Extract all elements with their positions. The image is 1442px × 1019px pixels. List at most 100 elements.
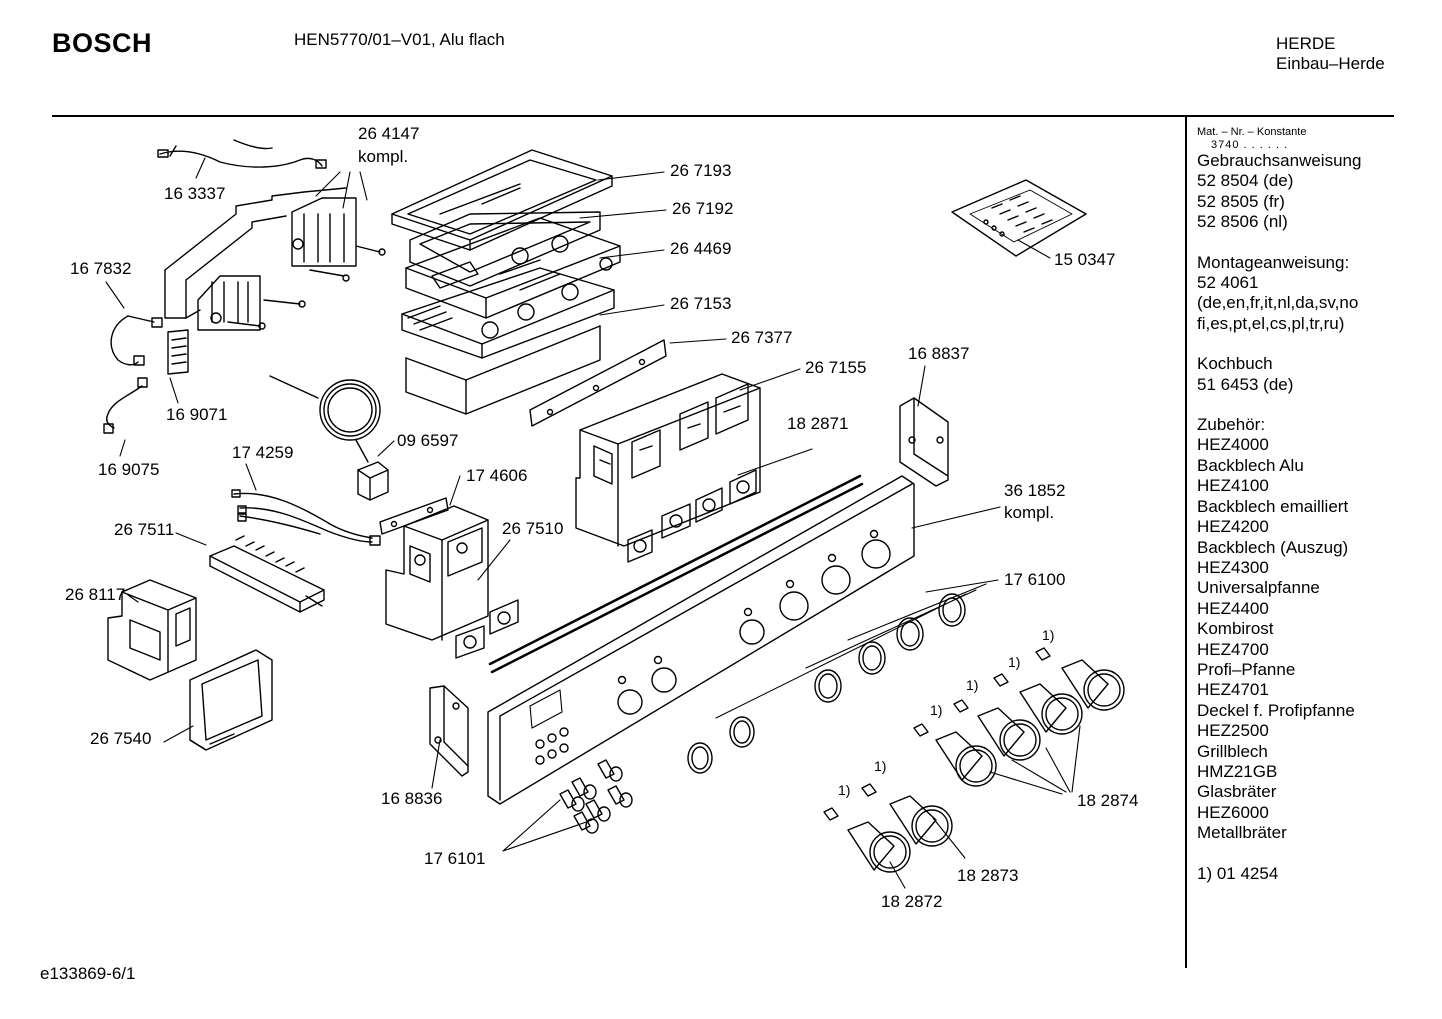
sidebar-row: Deckel f. Profipfanne: [1197, 700, 1355, 720]
sidebar-row: 52 8506 (nl): [1197, 212, 1288, 232]
housing-267153: [401, 267, 615, 415]
exploded-parts-diagram: 26 4147 kompl. 16 3337 26 7193 26 7192 2…: [65, 124, 1138, 911]
label-168837: 16 8837: [908, 344, 969, 363]
category-main: HERDE: [1276, 34, 1336, 53]
sidebar-row: Glasbräter: [1197, 782, 1277, 802]
label-267511: 26 7511: [114, 520, 174, 539]
sidebar-row: Backblech (Auszug): [1197, 537, 1349, 557]
small-knobs-176101: [559, 759, 633, 834]
footnote-marker: 1): [874, 758, 886, 774]
document-id: e133869-6/1: [40, 964, 136, 983]
screw-bag-150347: [951, 179, 1087, 257]
sidebar-row: Backblech Alu: [1197, 455, 1304, 475]
sidebar-row: fi,es,pt,el,cs,pl,tr,ru): [1197, 313, 1345, 333]
sidebar-row: HMZ21GB: [1197, 761, 1278, 781]
cable-163337: [157, 139, 327, 169]
label-264147: 26 4147: [358, 124, 419, 143]
knobs-182873: [861, 783, 953, 847]
knobs-182874: [913, 647, 1125, 787]
sidebar-row: HEZ4701: [1197, 680, 1269, 700]
sidebar-row: Universalpfanne: [1197, 578, 1320, 598]
sidebar-row: Zubehör:: [1197, 415, 1266, 435]
footnote-marker: 1): [1008, 654, 1020, 670]
label-264147-kompl: kompl.: [358, 147, 408, 166]
bracket-168837: [899, 397, 949, 487]
footnote-marker: 1): [930, 702, 942, 718]
label-361852: 36 1852: [1004, 481, 1065, 500]
label-174259: 17 4259: [232, 443, 293, 462]
category-block: HERDE Einbau–Herde: [1276, 34, 1385, 74]
front-panel-361852: [487, 475, 915, 805]
brand-logo: BOSCH: [52, 28, 153, 58]
label-176101: 17 6101: [424, 849, 485, 868]
label-267377: 26 7377: [731, 328, 792, 347]
konstante-label: Mat. – Nr. – Konstante: [1197, 126, 1307, 138]
frame-267193: [391, 149, 613, 251]
konstante-value: 3740 . . . . . .: [1211, 139, 1289, 151]
rings-176100: [687, 593, 966, 774]
sidebar-row: Montageanweisung:: [1197, 252, 1350, 272]
sidebar-group-cookbook: Kochbuch 51 6453 (de): [1197, 354, 1387, 395]
leader-lines: [105, 157, 1081, 889]
label-267540: 26 7540: [90, 729, 151, 748]
sidebar-row: HEZ6000: [1197, 802, 1269, 822]
control-unit-264147: [164, 187, 386, 331]
label-168836: 16 8836: [381, 789, 442, 808]
buttons-182871: [455, 469, 757, 659]
label-267153: 26 7153: [670, 294, 731, 313]
module-267510: [385, 505, 489, 641]
connector-169071: [167, 329, 189, 375]
sidebar-row: 52 8505 (fr): [1197, 191, 1285, 211]
model-title: HEN5770/01–V01, Alu flach: [294, 30, 505, 49]
footnote-marker: 1): [966, 677, 978, 693]
sidebar-row: HEZ2500: [1197, 721, 1269, 741]
sidebar-row: Backblech emailliert: [1197, 496, 1349, 516]
bracket-168836: [429, 685, 469, 777]
label-182874: 18 2874: [1077, 791, 1138, 810]
sidebar-row: HEZ4100: [1197, 476, 1269, 496]
label-264469: 26 4469: [670, 239, 731, 258]
footnote-marker: 1): [838, 782, 850, 798]
knobs-182872: [823, 807, 911, 873]
sidebar-row: HEZ4000: [1197, 435, 1269, 455]
sidebar-group-installation: Montageanweisung: 52 4061 (de,en,fr,it,n…: [1197, 253, 1387, 335]
label-361852-kompl: kompl.: [1004, 503, 1054, 522]
label-268117: 26 8117: [65, 585, 125, 604]
sidebar-row: 52 8504 (de): [1197, 171, 1294, 191]
harness-174259: [231, 489, 381, 546]
label-267193: 26 7193: [670, 161, 731, 180]
parts-sidebar: Mat. – Nr. – Konstante 3740 . . . . . . …: [1197, 125, 1387, 884]
sidebar-row: Metallbräter: [1197, 823, 1287, 843]
wire-169075: [103, 377, 148, 434]
sidebar-row: Kochbuch: [1197, 354, 1273, 374]
label-174606: 17 4606: [466, 466, 527, 485]
label-096597: 09 6597: [397, 431, 458, 450]
label-163337: 16 3337: [164, 184, 225, 203]
sidebar-divider: [1185, 116, 1187, 968]
label-150347: 15 0347: [1054, 250, 1115, 269]
frame-267192: [409, 211, 601, 287]
label-267155: 26 7155: [805, 358, 866, 377]
sidebar-row: Kombirost: [1197, 619, 1274, 639]
header-rule: [52, 115, 1394, 117]
module-267155: [575, 373, 761, 547]
frame-267540: [189, 649, 273, 751]
footnote-ref: 1) 01 4254: [1197, 863, 1279, 883]
label-176100: 17 6100: [1004, 570, 1065, 589]
board-264469: [405, 217, 621, 319]
bracket-174606: [379, 497, 449, 535]
label-169071: 16 9071: [166, 405, 227, 424]
label-267192: 26 7192: [672, 199, 733, 218]
category-sub: Einbau–Herde: [1276, 54, 1385, 73]
sidebar-row: HEZ4700: [1197, 639, 1269, 659]
label-267510: 26 7510: [502, 519, 563, 538]
sidebar-group-manual: Gebrauchsanweisung 52 8504 (de) 52 8505 …: [1197, 151, 1387, 233]
bracket-268117: [107, 579, 197, 681]
label-182872: 18 2872: [881, 892, 942, 911]
sidebar-row: 51 6453 (de): [1197, 374, 1294, 394]
sidebar-row: Profi–Pfanne: [1197, 659, 1296, 679]
footnote-marker: 1): [1042, 627, 1054, 643]
label-182871: 18 2871: [787, 414, 848, 433]
seal-strip: [488, 474, 864, 674]
sidebar-row: Grillblech: [1197, 741, 1268, 761]
